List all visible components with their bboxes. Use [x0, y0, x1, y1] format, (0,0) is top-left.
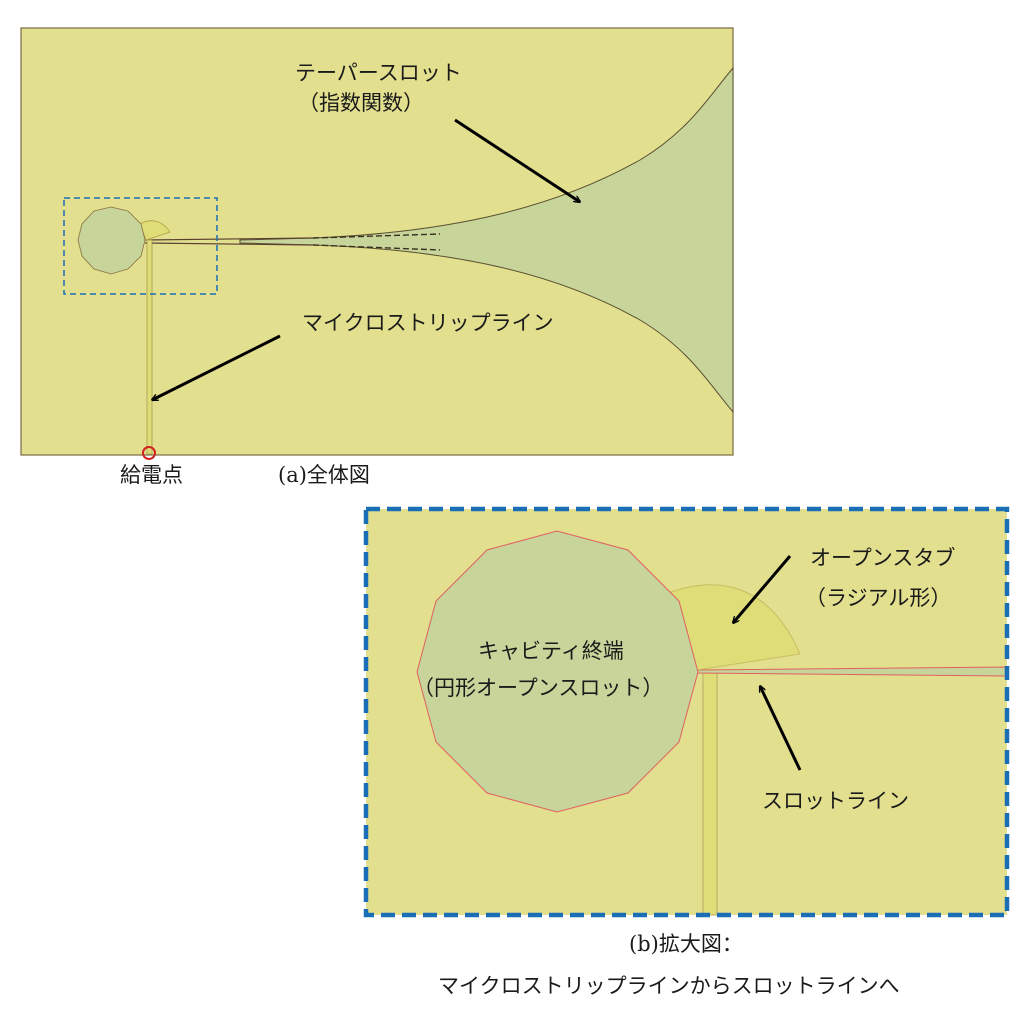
zoom-frame [363, 506, 1010, 918]
zoom-focus-box [63, 197, 218, 295]
stub-label-line2: （ラジアル形） [805, 586, 951, 610]
radial-stub-zoom [670, 584, 801, 671]
microstrip-arrow [152, 334, 281, 402]
cavity-zoom [416, 530, 699, 813]
cavity-small [77, 206, 146, 275]
cavity-label-line2: （円形オープンスロット） [413, 676, 663, 700]
tapered-slot-label-line2: （指数関数） [298, 91, 424, 115]
overview-caption: (a)全体図 [278, 463, 370, 487]
zoom-caption-line2: マイクロストリップラインからスロットラインへ [438, 974, 900, 998]
zoom-caption-line1: (b)拡大図： [629, 932, 743, 956]
feed-point-marker [142, 446, 156, 460]
microstrip-line [146, 239, 153, 455]
tapered-slot-label-line1: テーパースロット [295, 61, 462, 85]
cavity-label-line1: キャビティ終端 [478, 639, 624, 663]
slotline-taper-dash [312, 233, 441, 251]
feed-point-label: 給電点 [120, 463, 183, 487]
tapered-slot-arrow [454, 118, 580, 204]
tapered-slot [239, 66, 734, 414]
zoom-panel: キャビティ終端 （円形オープンスロット） オープンスタブ （ラジアル形） スロッ… [363, 506, 1010, 918]
slotline-narrow [144, 237, 314, 246]
slotline-label: スロットライン [762, 789, 909, 813]
stub-arrow [733, 555, 792, 623]
stub-label-line1: オープンスタブ [810, 546, 955, 570]
microstrip-line-zoom [702, 671, 718, 916]
microstrip-label: マイクロストリップライン [302, 311, 554, 335]
slotline-arrow [758, 686, 802, 771]
overview-panel: テーパースロット （指数関数） マイクロストリップライン 給電点 (a)全体図 [20, 27, 734, 487]
